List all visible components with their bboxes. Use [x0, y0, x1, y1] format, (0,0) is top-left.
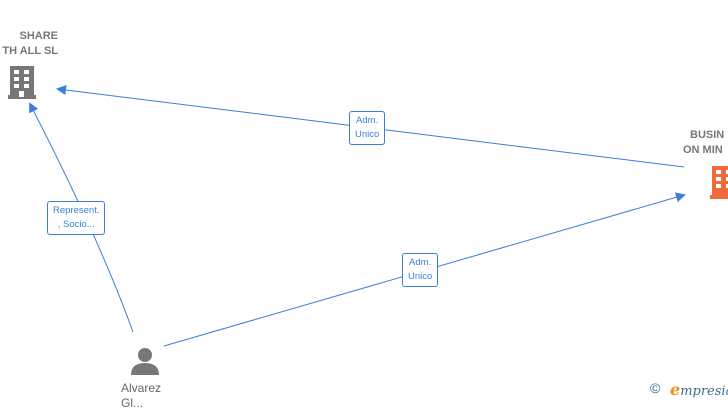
edge-label-line1: Adm.	[409, 257, 432, 268]
edge-label-line2: , Socio...	[57, 219, 95, 230]
company2-name-line2: ON MIN	[683, 144, 723, 156]
logo-text: mpresia	[680, 384, 728, 399]
person-name-line2: Gl...	[121, 396, 144, 410]
company1-name-line1: SHARE	[19, 30, 58, 42]
person-name[interactable]: Alvarez	[121, 381, 162, 395]
building-icon[interactable]	[8, 64, 36, 100]
edge-label[interactable]: Adm. Unico	[349, 111, 386, 145]
edge-label-line2: Unico	[408, 271, 433, 282]
edge-label-line1: Adm.	[356, 115, 379, 126]
logo-initial: e	[670, 380, 681, 399]
building-icon[interactable]	[710, 164, 728, 200]
copyright-symbol: ©	[650, 380, 661, 396]
empresia-logo[interactable]: empresia	[670, 380, 728, 399]
edge-label[interactable]: Represent. , Socio...	[47, 201, 106, 235]
edges-layer	[29, 85, 686, 347]
company1-name[interactable]: SHARE TH ALL SL	[0, 29, 58, 59]
company2-name-line1: BUSIN	[690, 129, 725, 141]
company2-name[interactable]: BUSIN ON MIN	[683, 128, 724, 158]
company1-name-line2: TH ALL SL	[2, 45, 58, 57]
person-icon[interactable]	[130, 346, 160, 376]
edge-label-line2: Unico	[355, 129, 380, 140]
edge-label[interactable]: Adm. Unico	[402, 253, 439, 287]
edge-label-line1: Represent.	[53, 205, 100, 216]
